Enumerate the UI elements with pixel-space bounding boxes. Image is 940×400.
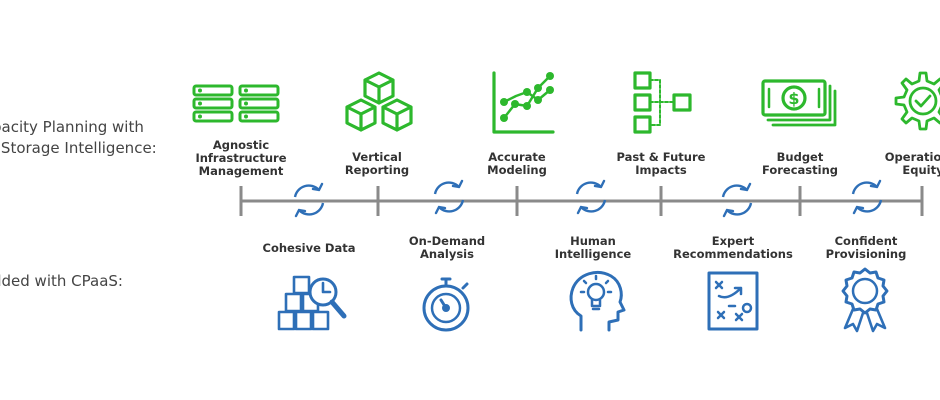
label-line: On-Demand (408, 234, 486, 248)
label-line: Infrastructure (195, 151, 287, 165)
label-past-future-impacts: Past & Future Impacts (596, 151, 726, 177)
label-line: Agnostic (212, 138, 270, 152)
award-ribbon-icon (841, 267, 889, 333)
label-agnostic-infrastructure: Agnostic Infrastructure Management (176, 139, 306, 178)
label-line: Intelligence (554, 247, 632, 261)
label-line: Analysis (420, 247, 474, 261)
head-lightbulb-icon (569, 271, 626, 332)
top-row-heading-line1: pacity Planning with (0, 118, 144, 136)
label-line: Recommendations (673, 247, 793, 261)
label-line: Past & Future (616, 150, 706, 164)
label-line: Provisioning (825, 247, 907, 261)
label-line: Modeling (487, 163, 547, 177)
cycle-arrows-icon-2 (433, 179, 465, 215)
stacked-cubes-icon (345, 71, 413, 132)
boxes-magnifier-icon (277, 275, 347, 331)
label-operational-equity: Operational Equity (858, 151, 940, 177)
label-accurate-modeling: Accurate Modeling (452, 151, 582, 177)
strategy-board-icon (707, 271, 759, 331)
svg-text:$: $ (788, 89, 799, 108)
cycle-arrows-icon-3 (575, 179, 607, 215)
label-line: Management (198, 164, 284, 178)
label-line: Budget (776, 150, 824, 164)
dollar-bills-icon: $ (761, 79, 837, 127)
label-line: Cohesive Data (262, 241, 356, 255)
cycle-arrows-icon-5 (851, 179, 883, 215)
label-cohesive-data: Cohesive Data (244, 242, 374, 255)
timeline-ticks (239, 186, 924, 216)
server-rack-icon (192, 84, 280, 123)
label-vertical-reporting: Vertical Reporting (312, 151, 442, 177)
label-line: Operational (884, 150, 940, 164)
line-graph-icon (492, 71, 555, 134)
top-row-heading-line2: l Storage Intelligence: (0, 139, 157, 157)
label-line: Confident (834, 234, 898, 248)
label-line: Impacts (635, 163, 687, 177)
label-on-demand-analysis: On-Demand Analysis (382, 235, 512, 261)
label-line: Reporting (344, 163, 410, 177)
label-line: Vertical (352, 150, 402, 164)
label-expert-recommendations: Expert Recommendations (668, 235, 798, 261)
label-line: Equity (902, 163, 940, 177)
gear-check-icon (894, 71, 940, 131)
label-line: Forecasting (761, 163, 839, 177)
label-line: Accurate (488, 150, 546, 164)
label-human-intelligence: Human Intelligence (528, 235, 658, 261)
label-budget-forecasting: Budget Forecasting (735, 151, 865, 177)
bottom-row-heading: dded with CPaaS: (0, 272, 123, 290)
stopwatch-icon (422, 277, 470, 332)
top-row-heading: pacity Planning with l Storage Intellige… (0, 117, 157, 159)
flow-boxes-icon (633, 71, 692, 134)
label-line: Human (570, 234, 616, 248)
label-confident-provisioning: Confident Provisioning (801, 235, 931, 261)
label-line: Expert (711, 234, 755, 248)
